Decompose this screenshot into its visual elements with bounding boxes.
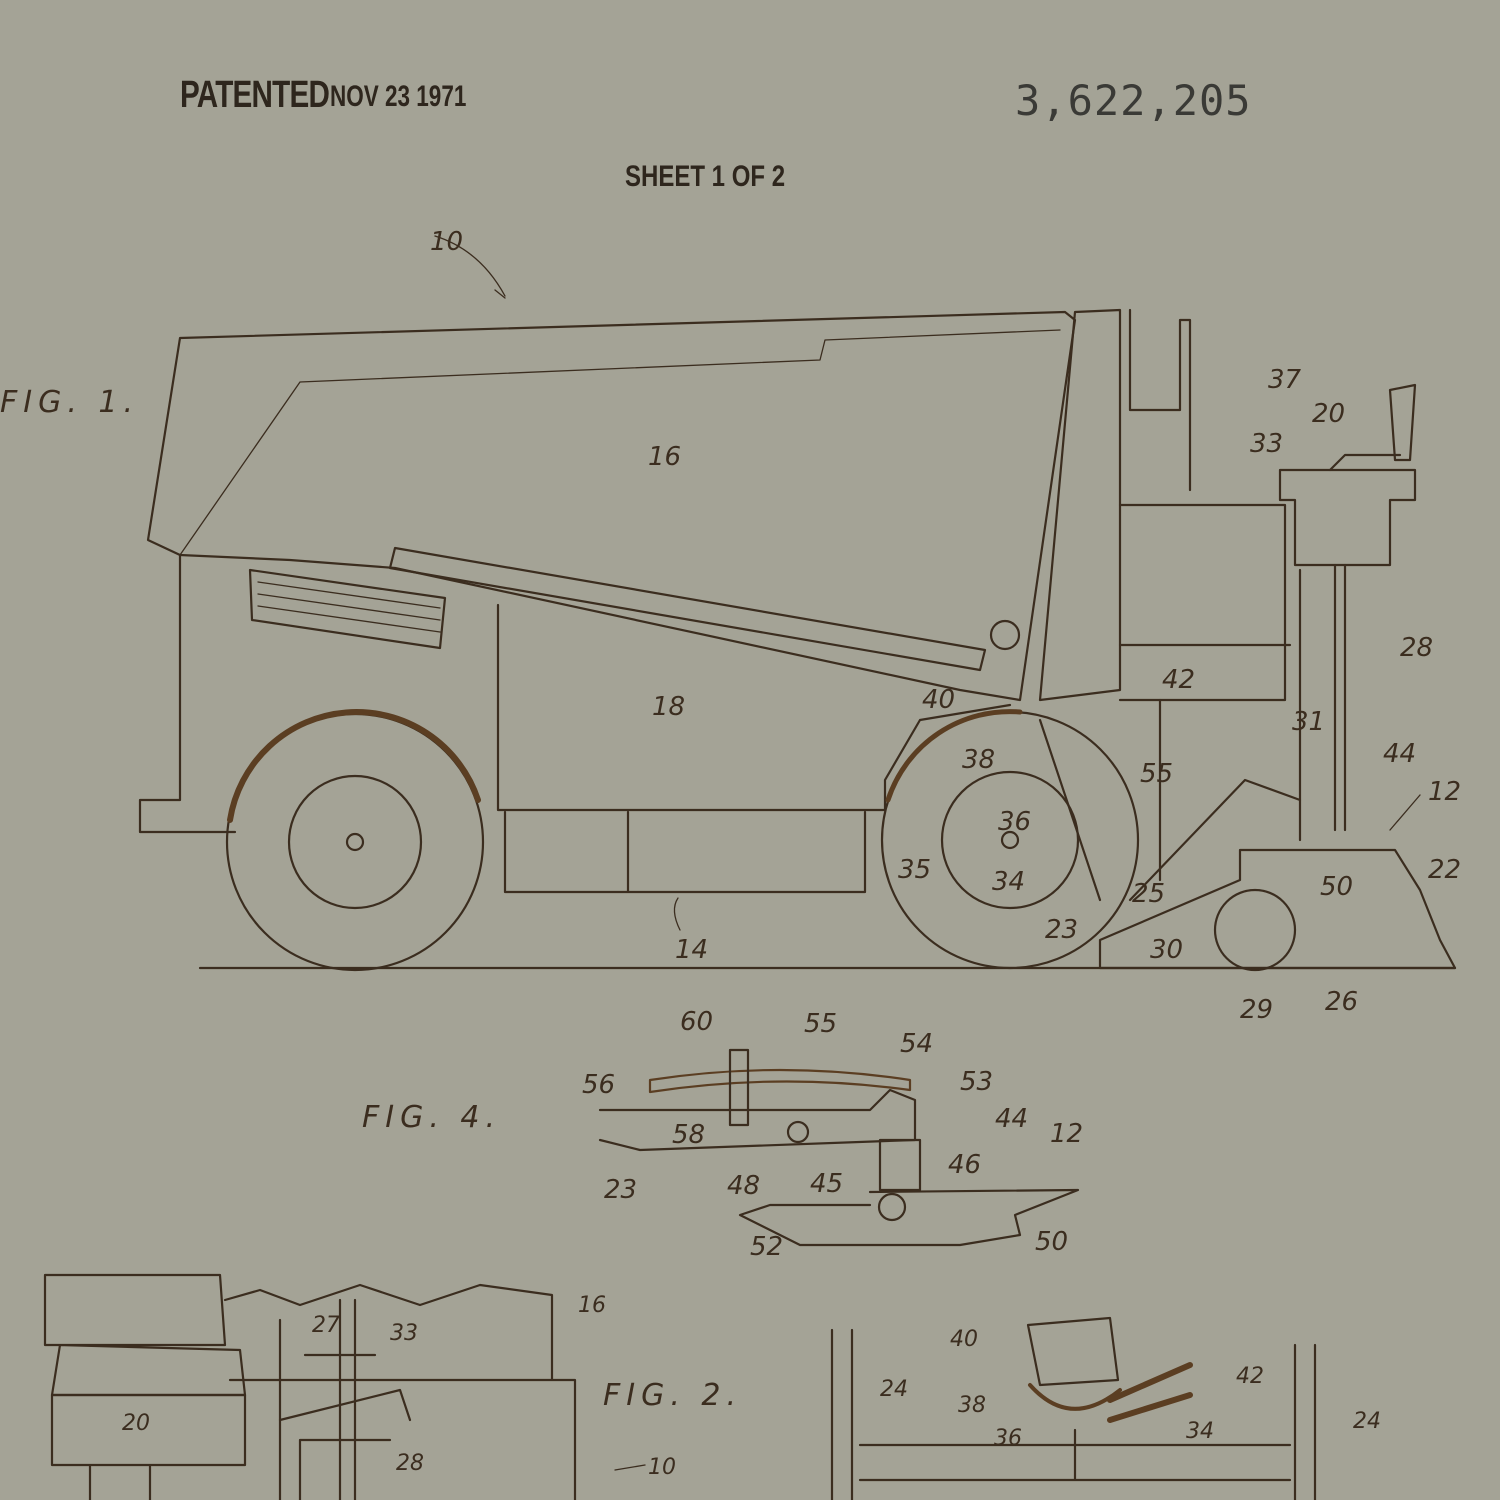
fig3-posts-24: [832, 1330, 1315, 1500]
ref-numeral: 54: [900, 1029, 933, 1059]
ref-numeral: 37: [1268, 365, 1302, 395]
ref-numeral: 28: [396, 1451, 424, 1476]
ref-numeral: 16: [578, 1293, 606, 1318]
fig3-block-40: [1028, 1318, 1118, 1385]
ref-numeral: 35: [898, 855, 931, 885]
fig3-shaft-34: [860, 1430, 1290, 1480]
engine-37: [1130, 310, 1190, 490]
ref-numeral: 38: [958, 1393, 986, 1418]
ref-numeral: 18: [652, 692, 685, 722]
ref-numeral: 10: [430, 227, 463, 257]
seat-20: [1280, 470, 1415, 565]
ref-numeral: 28: [1400, 633, 1433, 663]
ref-numeral: 33: [390, 1321, 418, 1346]
ref-numeral: 27: [312, 1313, 340, 1338]
auger-29: [1215, 890, 1295, 970]
front-tire-shade: [230, 712, 478, 820]
blade-50: [740, 1190, 1078, 1245]
front-axle: [347, 834, 363, 850]
front-hub: [289, 776, 421, 908]
frame-14: [505, 812, 865, 892]
fig1-label: FIG. 1.: [0, 385, 139, 420]
ref-numeral: 56: [582, 1070, 615, 1100]
ref-numeral: 46: [948, 1150, 981, 1180]
conveyor-pulley: [991, 621, 1019, 649]
ref-numeral: 45: [810, 1169, 843, 1199]
fig2-seat-20: [45, 1275, 245, 1395]
ref-numeral: 25: [1132, 879, 1165, 909]
ref-numeral: 42: [1236, 1364, 1264, 1389]
fig3-drawing: [832, 1318, 1315, 1500]
bracket-46: [880, 1140, 920, 1190]
ref-numeral: 29: [1240, 995, 1273, 1025]
ref-numeral: 50: [1320, 872, 1353, 902]
ref-numeral: 53: [960, 1067, 993, 1097]
rear-tire-shade: [888, 712, 1020, 800]
fig2-arrow-10: [615, 1465, 645, 1470]
fig2-drawing: [45, 1275, 645, 1500]
ref-numeral: 58: [672, 1120, 705, 1150]
fig3-cylinder-38: [1030, 1385, 1120, 1409]
ref-numeral: 50: [1035, 1227, 1068, 1257]
ref-numeral: 44: [1383, 739, 1416, 769]
arrow-14: [674, 898, 680, 930]
ref-numeral: 23: [1045, 915, 1078, 945]
ref-numeral: 36: [998, 807, 1031, 837]
ref-numeral: 31: [1292, 707, 1325, 737]
ref-numeral: 36: [994, 1426, 1022, 1451]
fig4-frame: [600, 1090, 915, 1150]
ref-numeral: 30: [1150, 935, 1183, 965]
ref-numeral: 60: [680, 1007, 713, 1037]
fig2-reference-numerals: 16 27 33 20 28 10: [122, 1293, 676, 1480]
fig1-reference-numerals: 10 16 18 37 33 20 28 42 40 31 44 38 55 1…: [430, 227, 1461, 1025]
ref-numeral: 22: [1428, 855, 1461, 885]
fig3-hoses-42: [1110, 1365, 1190, 1420]
ref-numeral: 24: [880, 1377, 908, 1402]
roller-52: [879, 1194, 905, 1220]
ref-numeral: 52: [750, 1232, 783, 1262]
fig4-label: FIG. 4.: [362, 1100, 501, 1135]
ref-numeral: 20: [122, 1411, 150, 1436]
mast-28: [1300, 565, 1345, 830]
front-bumper: [140, 555, 235, 832]
ref-numeral: 24: [1353, 1409, 1381, 1434]
conveyor: [390, 548, 985, 670]
ref-numeral: 10: [648, 1455, 676, 1480]
ref-numeral: 34: [992, 867, 1025, 897]
pivot-48: [788, 1122, 808, 1142]
ref-numeral: 42: [1162, 665, 1195, 695]
ref-numeral: 14: [675, 935, 708, 965]
ref-numeral: 48: [727, 1171, 760, 1201]
ref-numeral: 33: [1250, 429, 1283, 459]
ref-numeral: 23: [604, 1175, 637, 1205]
leaf-spring-55: [650, 1070, 910, 1092]
fig4-reference-numerals: 60 55 54 56 53 44 12 58 46 23 48 45 50 5…: [582, 1007, 1083, 1262]
bolt-58: [730, 1050, 748, 1125]
hopper-panel: [180, 330, 1060, 555]
ref-numeral: 40: [950, 1327, 978, 1352]
ref-numeral: 34: [1186, 1419, 1214, 1444]
cab: [1120, 505, 1290, 700]
ref-numeral: 44: [995, 1104, 1028, 1134]
ref-numeral: 38: [962, 745, 995, 775]
ref-numeral: 12: [1428, 777, 1461, 807]
fig2-label: FIG. 2.: [603, 1378, 742, 1413]
fig2-handles: [280, 1390, 410, 1500]
column: [1040, 310, 1120, 700]
fig1-drawing: [140, 236, 1455, 970]
ref-numeral: 16: [648, 442, 681, 472]
ref-numeral: 26: [1325, 987, 1358, 1017]
ref-numeral: 55: [1140, 759, 1173, 789]
ref-numeral: 55: [804, 1009, 837, 1039]
ref-numeral: 20: [1312, 399, 1345, 429]
arrow-12: [1390, 795, 1420, 830]
ref-numeral: 40: [922, 685, 955, 715]
ref-numeral: 12: [1050, 1119, 1083, 1149]
